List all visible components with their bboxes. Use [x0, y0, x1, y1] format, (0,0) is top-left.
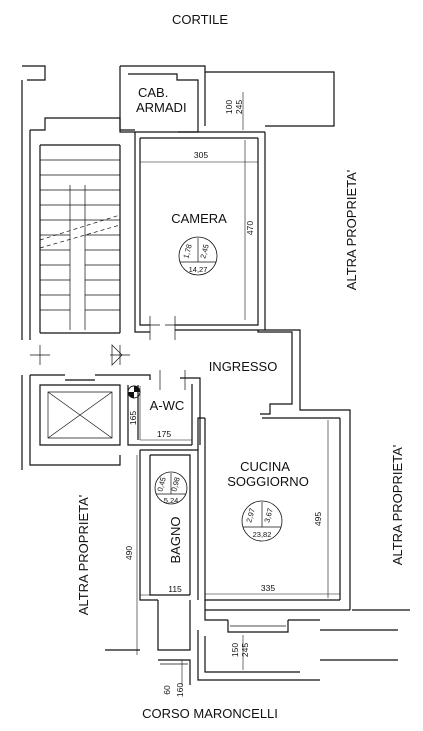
dim-bottom-window-h2: 245	[240, 643, 250, 657]
svg-text:3,67: 3,67	[262, 507, 274, 523]
dim-kitchen-height: 495	[313, 512, 323, 526]
stair-treads	[39, 159, 121, 330]
dim-camera-height: 470	[245, 221, 255, 235]
dim-top-window-h1: 100	[224, 100, 234, 114]
closet-label-line2: ARMADI	[136, 100, 187, 115]
kitchen-label-line1: CUCINA	[240, 459, 290, 474]
svg-text:0,98: 0,98	[169, 476, 181, 492]
dim-bath-width: 115	[168, 584, 182, 594]
wc-label: A-WC	[150, 398, 185, 413]
neighbor-left-label: ALTRA PROPRIETA'	[76, 495, 91, 615]
street-label: CORSO MARONCELLI	[142, 706, 278, 721]
area-badge-camera: 1,78 2,45 14,27	[178, 236, 218, 276]
dim-wc-height: 165	[128, 411, 138, 425]
dim-bottom-left-2: 160	[175, 683, 185, 697]
closet-label-line1: CAB.	[138, 85, 168, 100]
dim-wc-width: 175	[157, 429, 171, 439]
svg-text:5,24: 5,24	[164, 496, 179, 505]
door-marks	[30, 316, 186, 390]
hall-label: INGRESSO	[209, 359, 278, 374]
dim-bath-height: 490	[124, 546, 134, 560]
bath-label: BAGNO	[168, 517, 183, 564]
svg-text:0,45: 0,45	[155, 476, 167, 492]
neighbor-right-bottom-label: ALTRA PROPRIETA'	[390, 445, 405, 565]
dim-bottom-left-1: 60	[162, 685, 172, 695]
svg-text:2,97: 2,97	[244, 507, 256, 523]
svg-text:1,78: 1,78	[181, 243, 193, 259]
kitchen-label-line2: SOGGIORNO	[227, 474, 309, 489]
courtyard-label: CORTILE	[172, 12, 228, 27]
svg-text:23,82: 23,82	[253, 530, 272, 539]
dim-bottom-window-h1: 150	[230, 643, 240, 657]
neighbor-right-top-label: ALTRA PROPRIETA'	[344, 170, 359, 290]
dim-kitchen-width: 335	[261, 583, 275, 593]
svg-text:2,45: 2,45	[198, 243, 210, 259]
dim-camera-width: 305	[194, 150, 208, 160]
dim-top-window-h2: 245	[234, 100, 244, 114]
dimension-lines	[136, 92, 340, 685]
bedroom-label: CAMERA	[171, 211, 227, 226]
meter-icon	[127, 385, 141, 399]
svg-text:14,27: 14,27	[189, 265, 208, 274]
area-badge-bagno: 0,45 0,98 5,24	[154, 471, 188, 505]
area-badge-cucina: 2,97 3,67 23,82	[241, 500, 283, 542]
